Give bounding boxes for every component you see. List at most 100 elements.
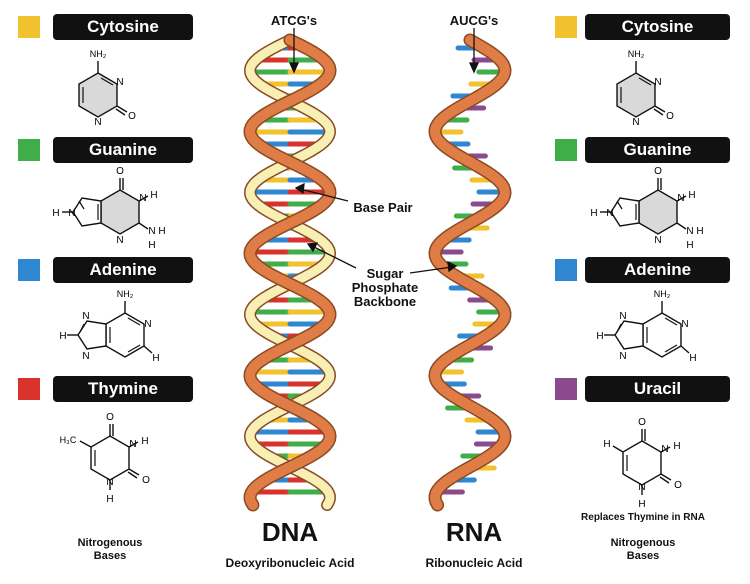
svg-text:H: H (596, 331, 603, 342)
right-footer: Nitrogenous Bases (593, 537, 693, 563)
svg-text:N: N (116, 235, 123, 246)
svg-text:H₃C: H₃C (60, 435, 77, 445)
left-footer-line2: Bases (93, 550, 127, 562)
svg-text:H: H (106, 494, 113, 505)
svg-text:H: H (52, 208, 59, 219)
dna-subtitle: Deoxyribonucleic Acid (225, 556, 355, 570)
svg-text:NH₂: NH₂ (654, 289, 671, 299)
svg-text:H: H (152, 353, 159, 364)
svg-text:N: N (686, 226, 693, 237)
svg-text:N: N (148, 226, 155, 237)
svg-text:N: N (661, 444, 668, 455)
svg-text:O: O (106, 412, 114, 423)
svg-text:O: O (116, 166, 124, 177)
aucg-pointer (468, 28, 480, 74)
svg-text:N: N (606, 208, 613, 219)
uracil-label: Uracil (585, 376, 730, 402)
base-row-adenine-right: Adenine (555, 257, 730, 283)
dna-backbone (244, 35, 336, 510)
svg-text:N: N (632, 117, 639, 128)
svg-text:H: H (689, 353, 696, 364)
cytosine-structure-right: NH₂ N N O (616, 49, 674, 128)
svg-text:H: H (603, 439, 610, 450)
base-row-cytosine-right: Cytosine (555, 14, 730, 40)
adenine-structure-left: NH₂ N N N H H (59, 289, 159, 364)
dna-backbone-inner (245, 35, 335, 510)
right-footer-line2: Bases (626, 550, 660, 562)
guanine-structure-left: O N H N N H H N H (52, 166, 165, 251)
svg-text:NH₂: NH₂ (90, 49, 107, 59)
svg-text:NH₂: NH₂ (117, 289, 134, 299)
uracil-note: Replaces Thymine in RNA (581, 512, 705, 523)
left-footer-line1: Nitrogenous (77, 537, 143, 549)
thymine-swatch (18, 378, 40, 400)
uracil-swatch (555, 378, 577, 400)
guanine-label: Guanine (585, 137, 730, 163)
svg-text:O: O (654, 166, 662, 177)
cytosine-label: Cytosine (585, 14, 730, 40)
svg-text:H: H (696, 226, 703, 237)
svg-text:O: O (666, 111, 674, 122)
base-row-uracil-right: Uracil (555, 376, 730, 402)
svg-text:H: H (688, 190, 695, 201)
base-row-adenine-left: Adenine (18, 257, 193, 283)
svg-text:O: O (638, 417, 646, 428)
guanine-label: Guanine (53, 137, 193, 163)
dna-bases-callout: ATCG's (270, 13, 318, 28)
svg-text:H: H (158, 226, 165, 237)
svg-text:O: O (142, 475, 150, 486)
adenine-swatch (18, 259, 40, 281)
svg-text:N: N (139, 193, 146, 204)
right-footer-line1: Nitrogenous (610, 537, 676, 549)
base-pair-callout: Base Pair (353, 200, 413, 215)
left-footer: Nitrogenous Bases (60, 537, 160, 563)
svg-text:H: H (673, 441, 680, 452)
backbone-pointer-rna (409, 260, 458, 274)
base-row-thymine-left: Thymine (18, 376, 193, 402)
guanine-swatch (555, 139, 577, 161)
svg-text:N: N (638, 482, 645, 493)
svg-text:N: N (619, 351, 626, 362)
adenine-label: Adenine (53, 257, 193, 283)
dna-title: DNA (261, 517, 319, 547)
thymine-label: Thymine (53, 376, 193, 402)
thymine-structure-left: O H₃C N H O N H (60, 412, 150, 505)
backbone-callout-line2: Phosphate (351, 280, 419, 295)
svg-text:H: H (141, 436, 148, 447)
base-pair-pointer (294, 182, 349, 202)
cytosine-structure-left: NH₂ N N O (78, 49, 136, 128)
rna-backbone (429, 35, 511, 510)
svg-text:N: N (82, 351, 89, 362)
adenine-swatch (555, 259, 577, 281)
svg-text:N: N (677, 193, 684, 204)
guanine-structure-right: O N H N N H H N H (590, 166, 703, 251)
svg-text:N: N (129, 439, 136, 450)
rna-title: RNA (445, 517, 503, 547)
base-row-guanine-left: Guanine (18, 137, 193, 163)
svg-text:N: N (681, 319, 688, 330)
svg-text:N: N (654, 235, 661, 246)
svg-text:H: H (686, 240, 693, 251)
rna-single-helix (428, 33, 512, 512)
svg-text:H: H (148, 240, 155, 251)
svg-text:N: N (116, 77, 123, 88)
base-row-guanine-right: Guanine (555, 137, 730, 163)
guanine-swatch (18, 139, 40, 161)
adenine-label: Adenine (585, 257, 730, 283)
svg-text:NH₂: NH₂ (628, 49, 645, 59)
svg-text:O: O (128, 111, 136, 122)
svg-text:H: H (590, 208, 597, 219)
svg-text:H: H (150, 190, 157, 201)
adenine-structure-right: NH₂ N N N H H (596, 289, 696, 364)
svg-text:N: N (94, 117, 101, 128)
backbone-callout-line3: Backbone (353, 294, 417, 309)
svg-text:N: N (106, 477, 113, 488)
rna-subtitle: Ribonucleic Acid (425, 556, 523, 570)
cytosine-label: Cytosine (53, 14, 193, 40)
backbone-callout-line1: Sugar (366, 266, 404, 281)
cytosine-swatch (555, 16, 577, 38)
backbone-callout: Sugar Phosphate Backbone (345, 267, 425, 309)
uracil-structure-right: O H N H O N H (603, 417, 682, 510)
dna-double-helix (243, 33, 337, 512)
